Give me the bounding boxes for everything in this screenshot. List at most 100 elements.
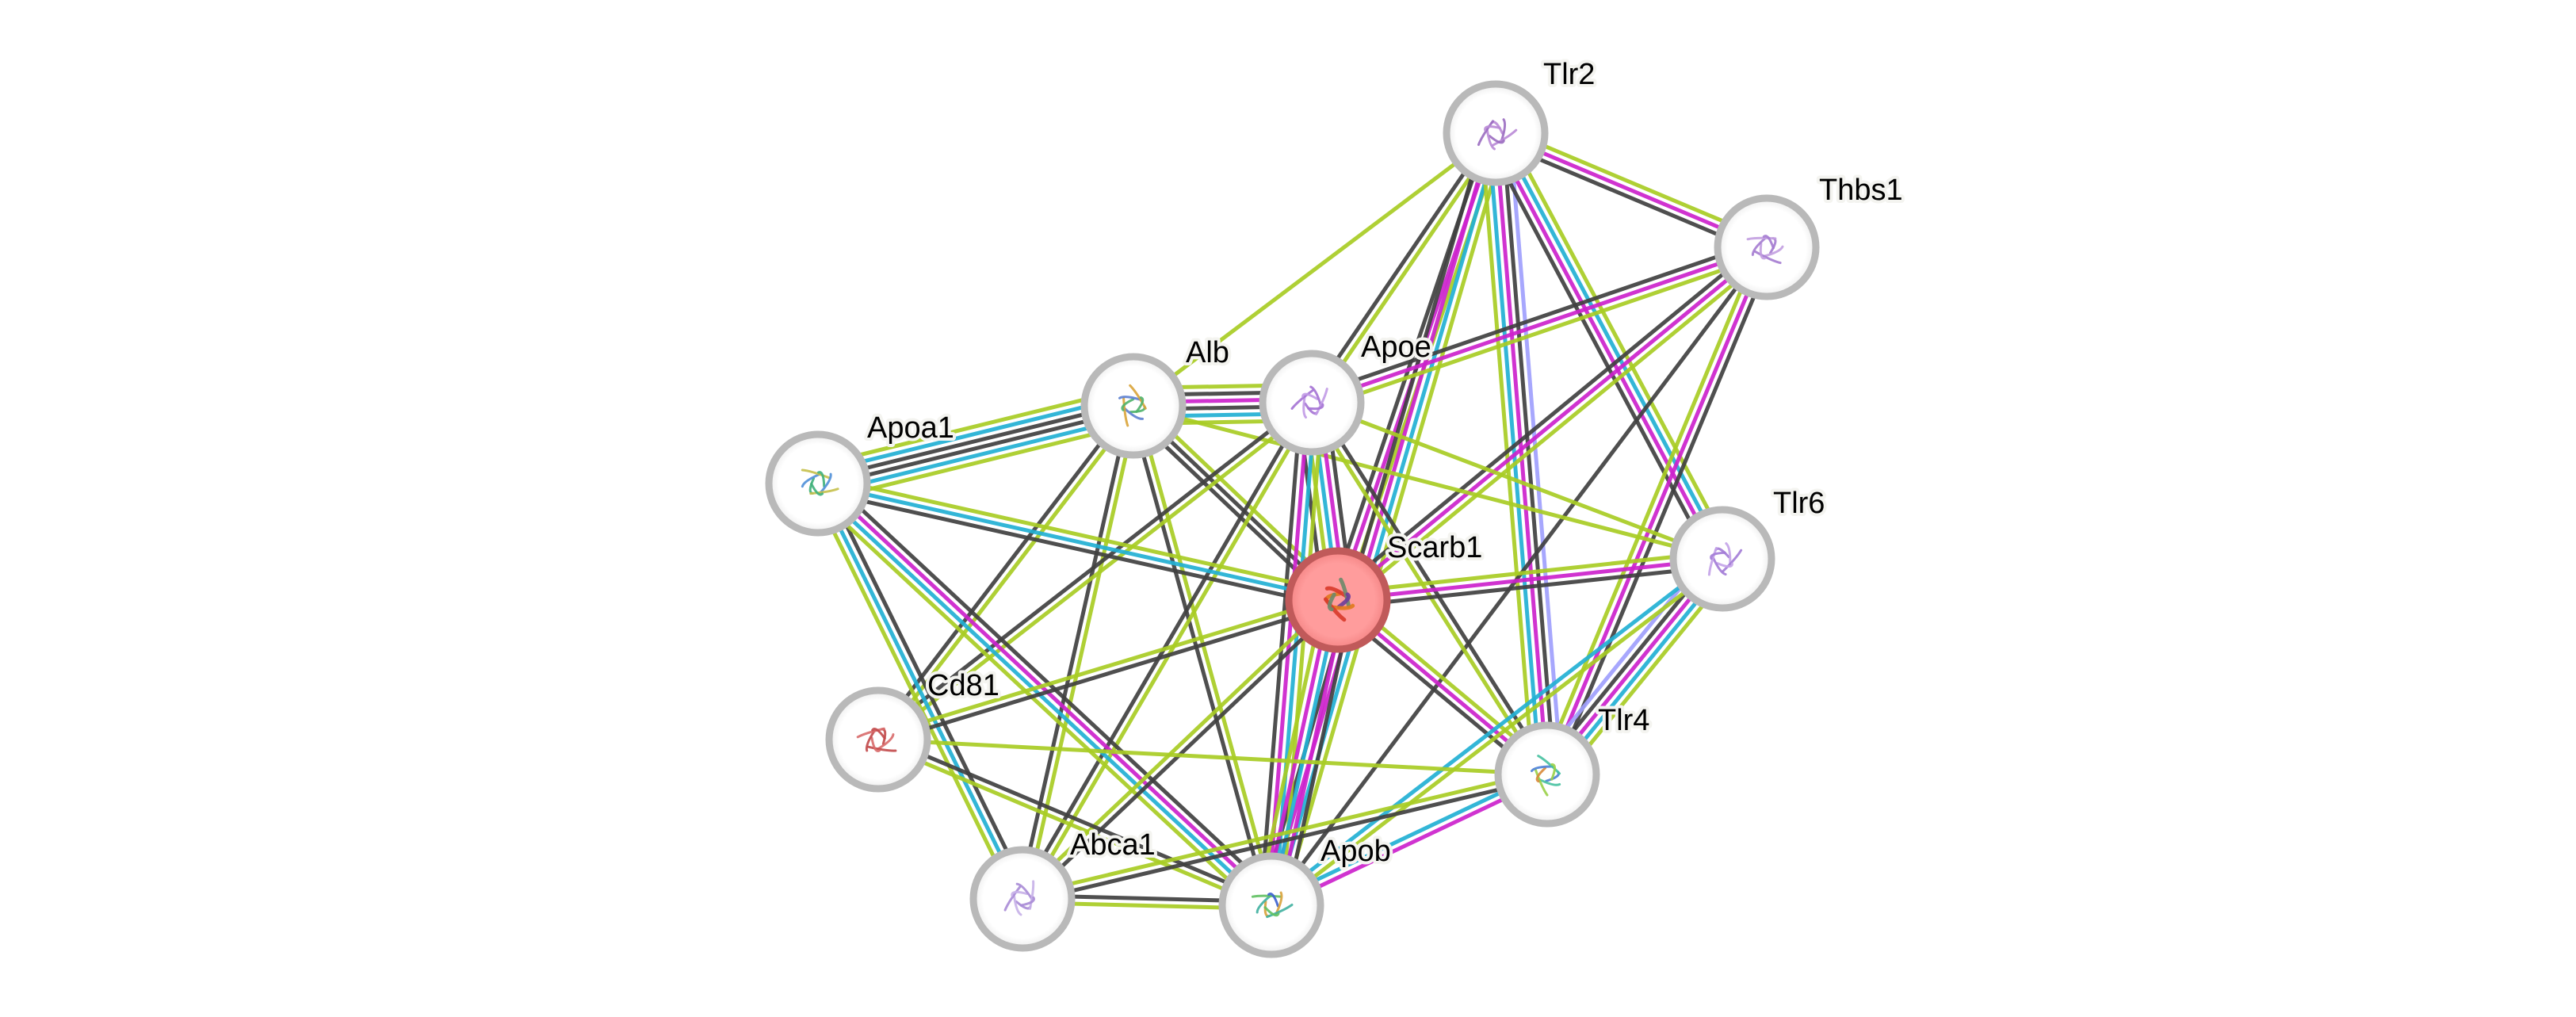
node-cd81[interactable]: Cd81 [825,666,1003,793]
protein-structure-icon [1531,755,1561,797]
edge-line-coexpression [1332,240,1764,596]
edge-line-textmining [1311,400,1723,561]
edge-line-textmining [876,595,1338,739]
edge-line-textmining [1023,406,1139,900]
edge-apoa1-abca1[interactable] [809,479,1031,904]
node-label: Alb [1186,336,1229,369]
edge-cd81-apob[interactable] [876,734,1274,911]
edge-line-textmining [876,740,1271,911]
node-label: Thbs1 [1819,174,1903,207]
edge-line-coexpression [1307,130,1495,402]
edge-line-textmining [1272,560,1726,910]
edge-line-coexpression [878,734,1274,904]
node-circle[interactable] [1443,80,1549,186]
node-apob[interactable]: Apob [1218,832,1394,958]
edge-tlr6-apob[interactable] [1267,554,1726,910]
node-circle[interactable] [765,430,871,537]
node-circle[interactable] [1669,506,1775,612]
protein-structure-icon [1323,577,1355,622]
edge-line-database [816,482,1025,900]
node-label: Abca1 [1070,828,1156,862]
edge-abca1-tlr4[interactable] [1021,769,1549,904]
node-circle[interactable] [969,846,1076,952]
edge-scarb1-tlr6[interactable] [1336,549,1724,610]
node-circle[interactable] [1714,194,1820,300]
protein-structure-icon [856,727,897,752]
node-label: Apoa1 [867,411,954,445]
node-label: Tlr6 [1773,487,1825,520]
node-tlr4[interactable]: Tlr4 [1494,701,1653,828]
edge-thbs1-apoe[interactable] [1309,239,1770,411]
node-label: Tlr2 [1543,58,1595,91]
edge-apoa1-scarb1[interactable] [816,474,1340,610]
node-circle[interactable] [1285,547,1391,653]
edge-tlr2-apoe[interactable] [1307,130,1500,406]
protein-structure-icon [1251,891,1294,919]
edge-line-coexpression [1309,239,1765,398]
edge-line-coexpression [1484,137,1715,565]
edge-line-coexpression [1017,404,1133,899]
edge-line-coexpression [1552,249,1775,778]
edge-apoe-tlr6[interactable] [1311,400,1723,561]
edge-line-textmining [1479,134,1535,776]
edge-line-coexpression [816,488,1337,610]
edge-cd81-tlr4[interactable] [877,737,1548,777]
edge-tlr2-tlr6[interactable] [1484,127,1734,565]
edge-line-textmining [1538,243,1762,773]
edge-scarb1-cd81[interactable] [876,595,1340,745]
edge-layer [809,124,1775,915]
edge-apoe-cd81[interactable] [874,398,1316,744]
node-tlr6[interactable]: Tlr6 [1669,484,1828,612]
edge-alb-tlr6[interactable] [1133,403,1723,561]
edge-line-database [1267,554,1722,904]
edge-scarb1-abca1[interactable] [1019,595,1342,904]
edge-line-textmining [1132,132,1497,407]
node-apoe[interactable]: Apoe [1259,327,1435,456]
edge-alb-apob[interactable] [1128,404,1277,907]
protein-structure-icon [801,468,839,496]
edge-apoe-abca1[interactable] [1017,400,1317,902]
edge-line-homology [1508,132,1564,774]
node-circle[interactable] [1080,353,1187,459]
node-circle[interactable] [1259,350,1365,456]
edge-line-coexpression [1270,246,1768,907]
edge-line-coexpression [822,479,1031,897]
edge-thbs1-apob[interactable] [1270,246,1768,907]
edge-line-coexpression [1022,775,1549,904]
protein-structure-icon [1290,385,1328,419]
edge-line-coexpression [1023,601,1342,904]
node-circle[interactable] [1218,852,1324,958]
node-tlr2[interactable]: Tlr2 [1443,55,1598,186]
node-abca1[interactable]: Abca1 [969,825,1159,952]
node-thbs1[interactable]: Thbs1 [1714,170,1906,300]
edge-line-database [814,484,1271,910]
edge-apoa1-apob[interactable] [809,474,1280,915]
edge-thbs1-tlr4[interactable] [1538,243,1775,778]
edge-line-textmining [1019,595,1337,898]
node-label: Scarb1 [1387,531,1482,564]
node-circle[interactable] [825,686,931,793]
edge-line-coexpression [1338,564,1724,610]
node-circle[interactable] [1494,721,1600,828]
edge-line-database [820,414,1137,496]
edge-line-coexpression [873,402,1133,739]
edge-line-textmining [1134,404,1277,905]
node-label: Apob [1320,835,1391,868]
edge-line-database [817,481,1339,602]
edge-alb-abca1[interactable] [1017,404,1139,900]
edge-line-textmining [1336,549,1722,595]
edge-thbs1-scarb1[interactable] [1332,240,1773,607]
node-alb[interactable]: Alb [1080,333,1233,459]
edge-line-textmining [1313,134,1500,406]
protein-structure-icon [1003,880,1035,916]
protein-structure-icon [1118,384,1147,427]
edge-line-textmining [1503,127,1734,555]
edge-tlr2-alb[interactable] [1132,132,1497,407]
edge-line-coexpression [816,400,1133,483]
edge-line-experiments [1336,246,1768,602]
node-apoa1[interactable]: Apoa1 [765,408,957,537]
node-scarb1[interactable]: Scarb1 [1285,528,1485,653]
edge-line-textmining [819,474,1340,595]
edge-line-coexpression [1128,406,1271,907]
